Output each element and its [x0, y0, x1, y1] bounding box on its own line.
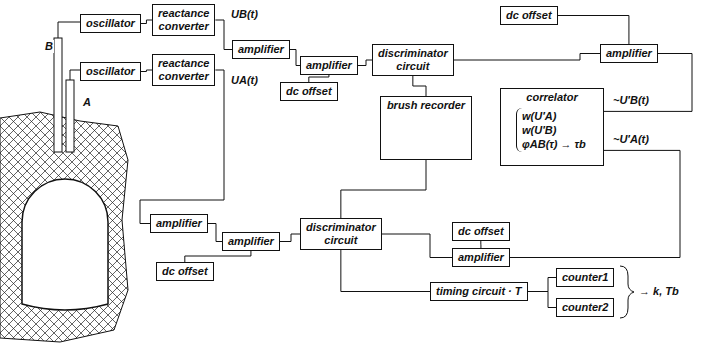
- signal-wire: [454, 54, 600, 61]
- box-title: amplifier: [238, 43, 284, 56]
- amplifier-box: amplifier: [452, 248, 510, 267]
- signal-wire: [413, 76, 426, 96]
- amplifier-box: amplifier: [300, 56, 358, 75]
- signal-wire: [528, 278, 556, 292]
- oscillator-box: oscillator: [80, 14, 141, 33]
- box-title: amplifier: [606, 47, 652, 60]
- signal-name: ~U′B(t): [612, 94, 650, 107]
- offset-box: dc offset: [452, 222, 510, 241]
- signal-wire: [280, 234, 300, 242]
- box-title: amplifier: [306, 59, 352, 72]
- tunnel-section: [22, 179, 108, 310]
- signal-wire: [309, 75, 329, 82]
- box-title: oscillator: [86, 17, 135, 30]
- signal-wire: [358, 60, 372, 66]
- amplifier-box: amplifier: [150, 214, 208, 233]
- signal-wire: [382, 234, 452, 258]
- signal-wire: [341, 160, 426, 218]
- signal-wire: [528, 292, 556, 308]
- output-formula: w(U′B): [522, 123, 598, 137]
- signal-name: ~U′A(t): [612, 133, 650, 146]
- amplifier-box: amplifier: [600, 44, 658, 63]
- offset-box: dc offset: [500, 6, 558, 25]
- box-title: correlator: [506, 91, 598, 104]
- output-label: → k, Tb: [638, 285, 680, 298]
- signal-wire: [290, 50, 300, 66]
- correlator-box: correlator w(U′A)w(U′B)φAB(τ) → τb: [500, 88, 604, 166]
- signal-wire: [208, 224, 222, 242]
- signal-wire: [140, 70, 224, 224]
- discriminator-box: discriminator circuit: [300, 218, 382, 250]
- output-formula: φAB(τ) → τb: [522, 137, 598, 151]
- probe-label: B: [44, 40, 54, 53]
- signal-name: UA(t): [230, 74, 259, 87]
- discriminator-box: discriminator circuit: [372, 44, 454, 76]
- signal-wire: [185, 251, 251, 262]
- offset-box: dc offset: [280, 82, 338, 101]
- box-title: oscillator: [86, 65, 135, 78]
- counter-brace: [620, 266, 634, 318]
- signal-wire: [215, 20, 232, 50]
- signal-name: UB(t): [230, 8, 259, 21]
- box-title: counter2: [562, 301, 608, 314]
- converter-box: reactance converter: [152, 4, 215, 36]
- offset-box: dc offset: [156, 262, 214, 281]
- probe-label: A: [82, 96, 92, 109]
- recorder-box: brush recorder: [380, 96, 472, 160]
- box-title: timing circuit · T: [436, 285, 522, 298]
- box-title: amplifier: [228, 235, 274, 248]
- box-title: counter1: [562, 271, 608, 284]
- counter-box: counter1: [556, 268, 614, 287]
- probe-wire: [70, 70, 80, 80]
- box-title: discriminator circuit: [378, 47, 448, 73]
- amplifier-box: amplifier: [222, 232, 280, 251]
- probe-b: [54, 38, 62, 152]
- box-title: reactance converter: [158, 7, 209, 33]
- box-title: dc offset: [162, 265, 208, 278]
- probe-wire: [58, 22, 80, 38]
- box-title: dc offset: [458, 225, 504, 238]
- timing-box: timing circuit · T: [430, 282, 528, 301]
- box-title: dc offset: [286, 85, 332, 98]
- box-title: brush recorder: [386, 99, 466, 112]
- output-formula: w(U′A): [522, 109, 598, 123]
- converter-box: reactance converter: [152, 54, 215, 86]
- box-title: amplifier: [458, 251, 504, 264]
- signal-wire: [141, 20, 152, 24]
- oscillator-box: oscillator: [80, 62, 141, 81]
- box-title: discriminator circuit: [306, 221, 376, 247]
- signal-wire: [341, 250, 430, 292]
- signal-wire: [510, 150, 680, 257]
- box-title: reactance converter: [158, 57, 209, 83]
- amplifier-box: amplifier: [232, 40, 290, 59]
- signal-wire: [558, 16, 629, 45]
- box-title: amplifier: [156, 217, 202, 230]
- signal-wire: [480, 241, 481, 248]
- output-brace: w(U′A)w(U′B)φAB(τ) → τb: [516, 108, 598, 152]
- signal-wire: [141, 70, 152, 72]
- probe-a: [66, 80, 74, 152]
- counter-box: counter2: [556, 298, 614, 317]
- box-title: dc offset: [506, 9, 552, 22]
- rock-ground: [0, 112, 128, 342]
